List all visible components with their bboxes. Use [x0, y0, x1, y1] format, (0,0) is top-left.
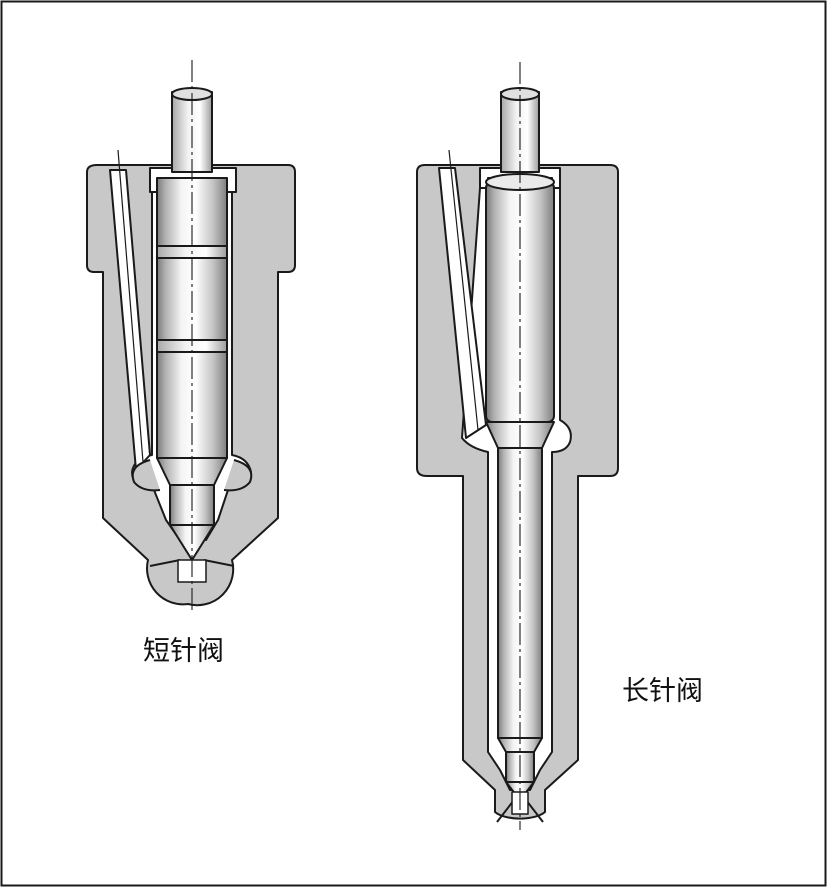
- short-needle-caption: 短针阀: [143, 636, 224, 667]
- short-passage-centerline: [117, 149, 144, 463]
- short-spray-hole-right: [203, 559, 235, 567]
- short-needle-valve: [86, 60, 296, 610]
- long-spray-hole-right: [525, 799, 544, 823]
- long-needle-caption: 长针阀: [622, 676, 703, 707]
- long-spray-hole-left: [496, 799, 515, 823]
- short-fuel-passage: [109, 169, 151, 471]
- short-pressure-chamber: [131, 459, 253, 492]
- long-needle-valve: [416, 62, 619, 830]
- long-passage-centerline: [448, 149, 479, 431]
- short-spray-hole-left: [149, 559, 181, 567]
- long-fuel-passage: [438, 167, 487, 439]
